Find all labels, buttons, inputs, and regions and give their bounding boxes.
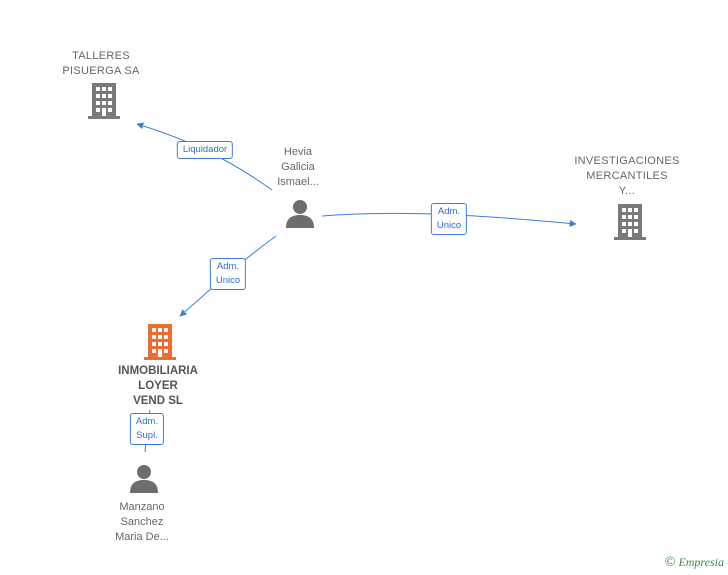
node-label-hevia[interactable]: Hevia Galicia Ismael...	[277, 146, 319, 188]
person-icon[interactable]	[285, 198, 315, 228]
edge-label-adm-supl: Adm. Supl.	[129, 413, 165, 445]
building-icon[interactable]	[614, 204, 646, 240]
node-label-investigaciones[interactable]: INVESTIGACIONES MERCANTILES Y...	[574, 155, 680, 197]
edge-label-liquidador: Liquidador	[176, 141, 234, 159]
edge-label-adm-unico-right: Adm. Unico	[430, 203, 468, 235]
brand-name: Empresia	[678, 555, 724, 569]
empresia-watermark: ©Empresia	[665, 555, 724, 571]
building-icon[interactable]	[88, 83, 120, 119]
person-icon[interactable]	[129, 463, 159, 493]
node-label-inmobiliaria[interactable]: INMOBILIARIA LOYER VEND SL	[118, 365, 198, 407]
copyright-icon: ©	[664, 555, 676, 570]
edge-label-adm-unico-left: Adm. Unico	[209, 258, 247, 290]
node-label-manzano[interactable]: Manzano Sanchez Maria De...	[115, 501, 169, 543]
building-icon[interactable]	[144, 324, 176, 360]
node-label-talleres[interactable]: TALLERES PISUERGA SA	[62, 50, 140, 77]
